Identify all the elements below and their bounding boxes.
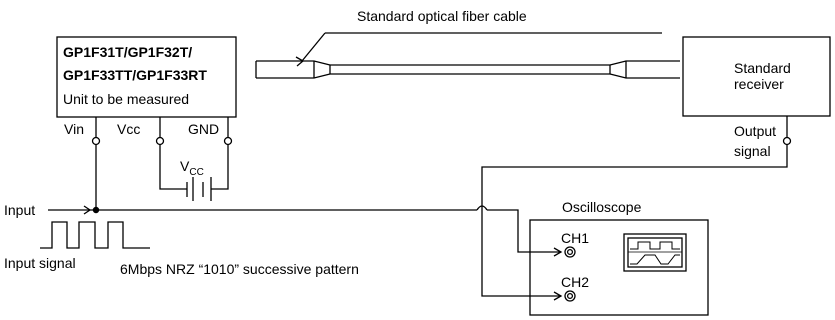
screen-trace-ch1 — [630, 241, 680, 250]
gnd-terminal — [223, 136, 233, 146]
ch2-arrow-head — [553, 291, 563, 301]
receiver-label-line1: Standard — [734, 60, 791, 76]
ch1-connector — [564, 246, 576, 258]
ch1-arrow-head — [553, 247, 563, 257]
ch2-connector-outer — [564, 290, 576, 302]
unit-pins — [91, 117, 233, 210]
input-pulse-waveform — [40, 221, 150, 249]
pattern-description: 6Mbps NRZ “1010” successive pattern — [120, 261, 359, 277]
input-junction-dot — [92, 206, 100, 214]
battery-symbol — [186, 177, 212, 201]
ch1-connector-outer — [564, 246, 576, 258]
vcc-wire — [159, 145, 187, 190]
oscilloscope-title: Oscilloscope — [562, 199, 642, 215]
output-signal-wire — [481, 145, 788, 297]
ch2-connector — [564, 290, 576, 302]
vcc-supply-label-sub: CC — [189, 167, 203, 178]
oscilloscope-screen — [623, 233, 687, 272]
gnd-wire — [211, 145, 229, 190]
vcc-supply-label: VCC — [180, 158, 204, 178]
screen-outer-frame — [623, 233, 687, 272]
vcc-terminal — [155, 136, 165, 146]
input-signal-label: Input signal — [4, 255, 76, 271]
screen-trace-ch2 — [630, 254, 680, 265]
right-connector-top — [609, 60, 680, 66]
ch1-connector-inner — [566, 248, 574, 256]
screen-inner-frame — [627, 237, 683, 268]
ch1-label: CH1 — [561, 230, 589, 246]
unit-title-line2: GP1F33TT/GP1F33RT — [63, 67, 207, 83]
output-signal-label-line2: signal — [734, 143, 771, 159]
receiver-label-line2: receiver — [734, 76, 784, 92]
ch2-connector-inner — [566, 292, 574, 300]
unit-subtitle: Unit to be measured — [63, 91, 189, 107]
unit-under-test-box — [56, 36, 237, 118]
receiver-output-terminal — [782, 136, 792, 146]
unit-title-line1: GP1F31T/GP1F32T/ — [63, 44, 192, 60]
pin-label-gnd: GND — [188, 121, 219, 137]
optical-fiber-cable — [255, 32, 680, 79]
output-signal-label-line1: Output — [734, 123, 776, 139]
left-connector-bottom — [256, 73, 331, 79]
pin-label-vcc: Vcc — [117, 121, 140, 137]
cable-leader-line — [301, 32, 326, 62]
standard-receiver-box — [682, 36, 831, 117]
vcc-supply-label-main: V — [180, 158, 190, 174]
input-label: Input — [4, 202, 35, 218]
oscilloscope-box — [529, 219, 709, 316]
left-connector-top — [256, 60, 331, 66]
ch2-label: CH2 — [561, 274, 589, 290]
ch1-wire — [487, 209, 561, 253]
cable-label: Standard optical fiber cable — [357, 8, 527, 24]
vin-terminal — [91, 136, 101, 146]
pin-label-vin: Vin — [64, 121, 84, 137]
right-connector-bottom — [609, 73, 680, 79]
